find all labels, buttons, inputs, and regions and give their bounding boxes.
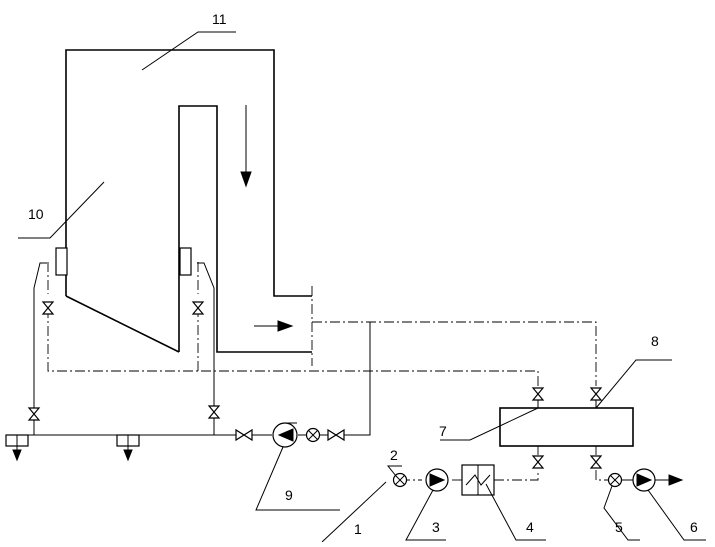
valve-icon	[235, 428, 253, 442]
valve-icon	[207, 405, 221, 419]
pump-icon	[632, 468, 656, 492]
valve-icon	[589, 387, 603, 401]
label-2: 2	[390, 447, 398, 463]
label-3: 3	[432, 519, 440, 535]
valve-icon	[41, 301, 55, 315]
drain-right-icon	[116, 434, 140, 462]
label-10: 10	[28, 206, 44, 222]
leader-lines	[18, 31, 706, 543]
drain-left-icon	[5, 434, 29, 462]
valve-icon	[531, 387, 545, 401]
gate-valve-icon	[305, 427, 321, 443]
main-pipeline	[10, 262, 371, 436]
label-11: 11	[212, 11, 227, 27]
label-6: 6	[690, 519, 698, 535]
label-4: 4	[526, 519, 534, 535]
label-8: 8	[651, 333, 659, 349]
pump-icon	[272, 422, 298, 448]
label-9: 9	[285, 487, 293, 503]
dash-dot-lines	[47, 262, 608, 481]
outlet-arrow-icon	[655, 474, 684, 486]
label-5: 5	[615, 519, 623, 535]
boiler-furnace	[65, 49, 313, 366]
burner-right-icon	[179, 247, 192, 276]
valve-icon	[589, 455, 603, 469]
burner-left-icon	[55, 247, 68, 276]
flow-arrow-right-icon	[254, 320, 294, 332]
label-1: 1	[354, 521, 362, 537]
label-7: 7	[439, 423, 447, 439]
valve-icon	[531, 455, 545, 469]
valve-icon	[191, 301, 205, 315]
gate-valve-icon	[392, 472, 408, 488]
flow-arrow-down-icon	[240, 105, 252, 188]
valve-icon	[27, 407, 41, 421]
valve-icon	[327, 428, 345, 442]
tank-block	[499, 407, 634, 447]
pump-icon	[425, 468, 449, 492]
gate-valve-icon	[607, 472, 623, 488]
